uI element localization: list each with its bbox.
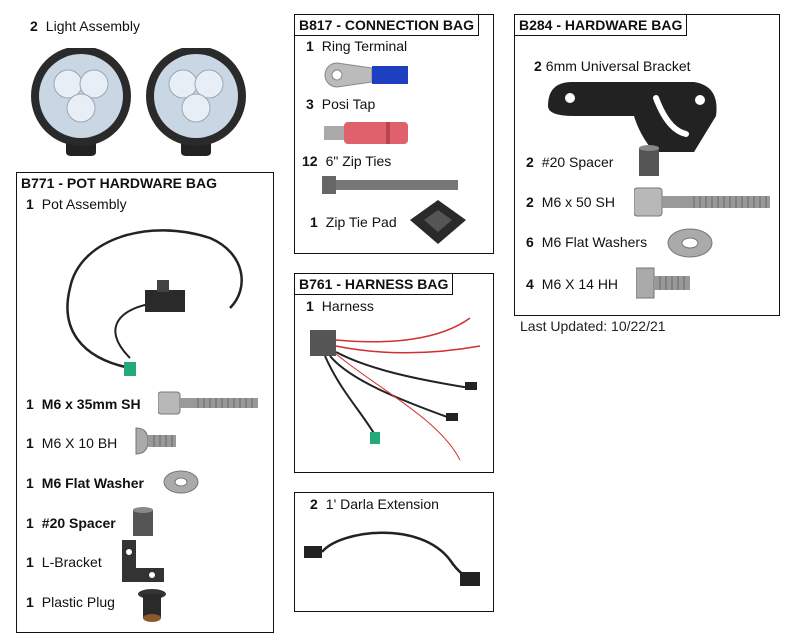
spacer-icon — [133, 507, 153, 536]
universal-bracket-icon — [548, 82, 717, 152]
darla-extension-icon — [304, 531, 480, 586]
b284-title: B284 - HARDWARE BAG — [515, 15, 688, 36]
plastic-plug-icon — [138, 589, 166, 622]
b284-item-spacer: 2#20 Spacer — [526, 154, 614, 170]
m6-14-bolt-icon — [636, 267, 690, 299]
b284-spacer-icon — [639, 145, 659, 176]
pot-assembly-icon — [66, 229, 243, 376]
b771-item-spacer: 1#20 Spacer — [26, 515, 116, 531]
m6-10-bolt-icon — [135, 427, 176, 455]
last-updated: Last Updated: 10/22/21 — [520, 318, 666, 334]
zip-tie-pad-icon — [410, 200, 466, 244]
ring-terminal-icon — [324, 62, 408, 88]
m6-35-bolt-icon — [158, 391, 258, 415]
posi-tap-icon — [324, 122, 408, 144]
zip-tie-icon — [322, 176, 458, 194]
light-left-icon — [31, 48, 131, 156]
light-assembly-image — [31, 48, 246, 156]
b771-title: B771 - POT HARDWARE BAG — [17, 173, 222, 193]
b284-flat-washer-icon — [667, 228, 713, 258]
l-bracket-icon — [122, 540, 164, 582]
harness-icon — [310, 317, 481, 461]
b761-title: B761 - HARNESS BAG — [295, 274, 454, 295]
light-right-icon — [146, 48, 246, 156]
darla-box — [294, 492, 494, 612]
b817-title: B817 - CONNECTION BAG — [295, 15, 480, 36]
m6-flat-washer-icon — [163, 470, 199, 494]
m6-50-bolt-icon — [634, 187, 770, 217]
